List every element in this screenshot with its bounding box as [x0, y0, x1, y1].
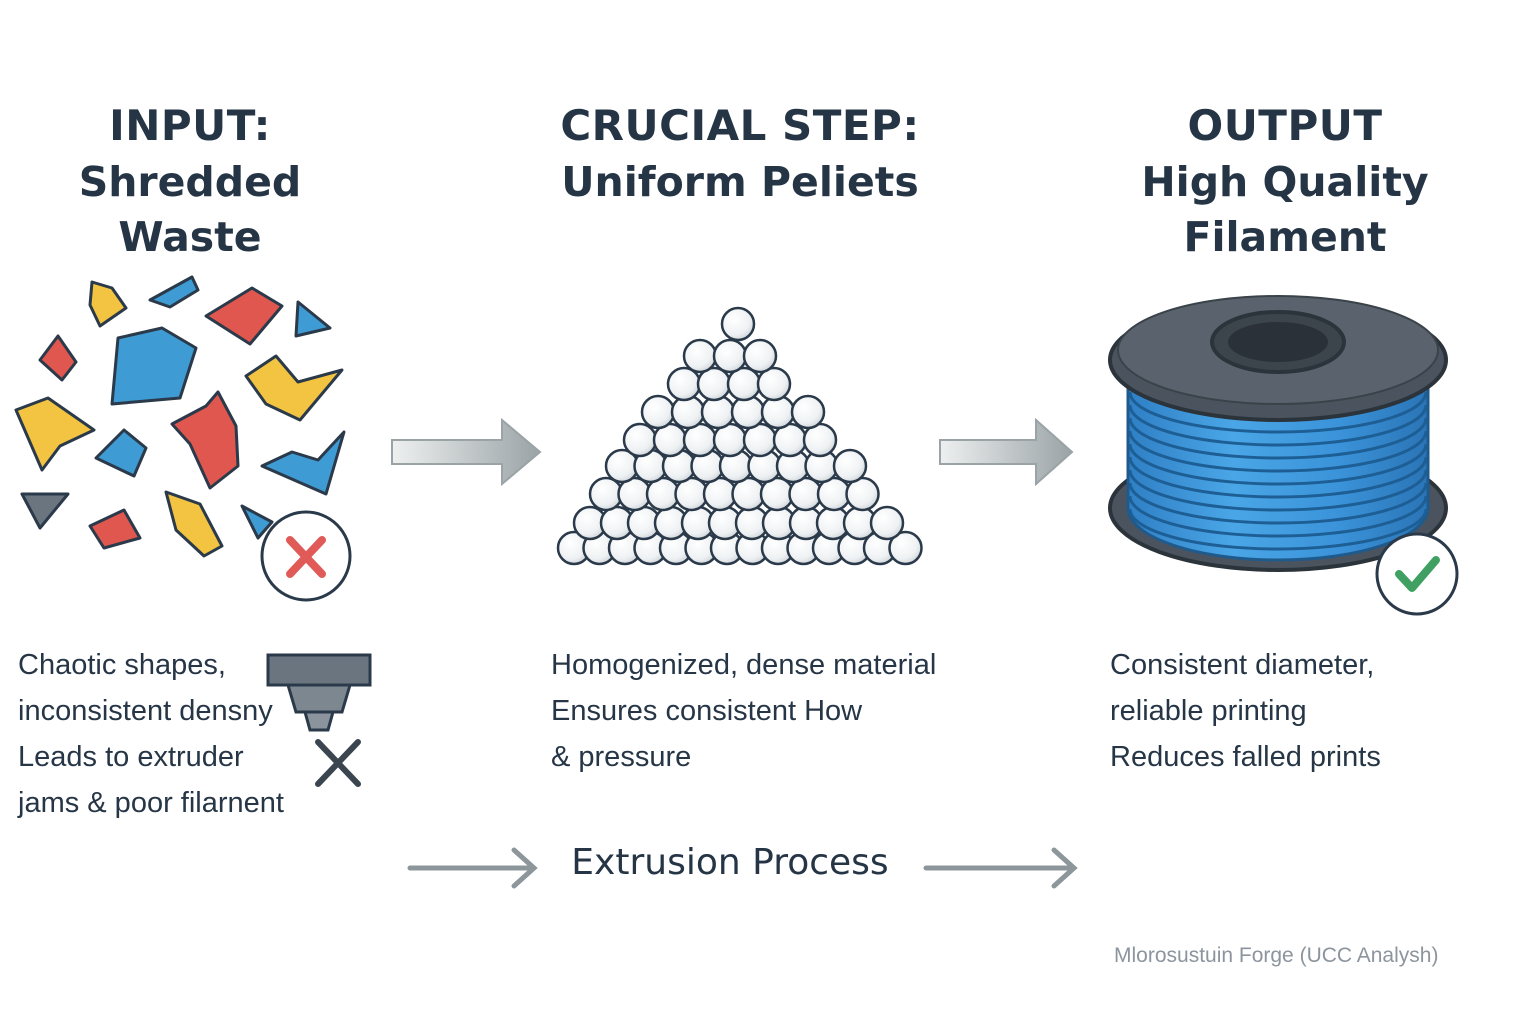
filament-winding: [1128, 417, 1428, 460]
pellet: [742, 338, 778, 374]
x-mark-icon: [260, 510, 352, 602]
input-title: Shredded Waste: [78, 157, 302, 262]
crucial-step-description: Homogenized, dense material Ensures cons…: [551, 642, 936, 780]
filament-winding: [1128, 495, 1428, 538]
description-line: & pressure: [551, 741, 692, 773]
pellet: [588, 476, 624, 512]
input-description: Chaotic shapes, inconsistent densny Lead…: [18, 642, 284, 826]
pellet: [640, 394, 676, 430]
pellet: [682, 338, 718, 374]
pellet: [760, 394, 796, 430]
pellet: [888, 530, 923, 566]
description-line: Chaotic shapes,: [18, 649, 226, 681]
pellet: [869, 505, 905, 541]
filament-spool-icon: [1108, 295, 1448, 572]
pellet: [756, 366, 792, 402]
filament-winding: [1128, 469, 1428, 512]
description-line: Homogenized, dense material: [551, 649, 937, 681]
source-note: Mlorosustuin Forge (UCC Analysh): [1114, 944, 1439, 967]
crucial-step-heading: CRUCIAL STEP: Uniform Peliets: [540, 98, 940, 210]
description-line: jams & poor filarnent: [18, 787, 284, 819]
output-title: High Quality Filament: [1141, 157, 1429, 262]
pellet: [712, 338, 748, 374]
arrow-right-icon: [391, 417, 542, 487]
output-description: Consistent diameter, reliable printing R…: [1110, 642, 1381, 780]
pellet-pile-icon: [556, 306, 923, 566]
filament-winding: [1128, 456, 1428, 499]
input-heading: INPUT: Shredded Waste: [0, 98, 380, 265]
pellet: [670, 394, 706, 430]
process-label: Extrusion Process: [571, 842, 889, 883]
filament-winding: [1128, 482, 1428, 525]
filament-winding: [1128, 443, 1428, 486]
description-line: inconsistent densny: [18, 695, 273, 727]
description-line: Reduces falled prints: [1110, 741, 1381, 773]
output-label: OUTPUT: [1187, 101, 1383, 150]
arrow-right-icon: [939, 417, 1074, 487]
pellet: [622, 422, 658, 458]
pellet: [730, 394, 766, 430]
check-mark-icon: [1375, 532, 1459, 616]
pellet: [790, 394, 826, 430]
output-heading: OUTPUT High Quality Filament: [1050, 98, 1520, 265]
pellet: [832, 448, 868, 484]
description-line: Ensures consistent How: [551, 695, 863, 727]
pellet: [720, 306, 756, 342]
description-line: Leads to extruder: [18, 741, 244, 773]
pellet: [700, 394, 736, 430]
pellet: [845, 476, 880, 512]
filament-winding: [1128, 508, 1428, 551]
pellet: [666, 366, 702, 402]
crucial-step-title: Uniform Peliets: [561, 157, 919, 206]
arrow-right-icon: [923, 847, 1078, 889]
filament-winding: [1128, 404, 1428, 447]
filament-winding: [1128, 391, 1428, 434]
crucial-step-label: CRUCIAL STEP:: [560, 101, 920, 150]
nozzle-icon: [266, 653, 372, 787]
filament-winding: [1128, 430, 1428, 473]
description-line: reliable printing: [1110, 695, 1307, 727]
shredded-plastic-icon: [14, 275, 346, 558]
description-line: Consistent diameter,: [1110, 649, 1375, 681]
arrow-right-icon: [407, 847, 538, 889]
input-label: INPUT:: [109, 101, 271, 150]
